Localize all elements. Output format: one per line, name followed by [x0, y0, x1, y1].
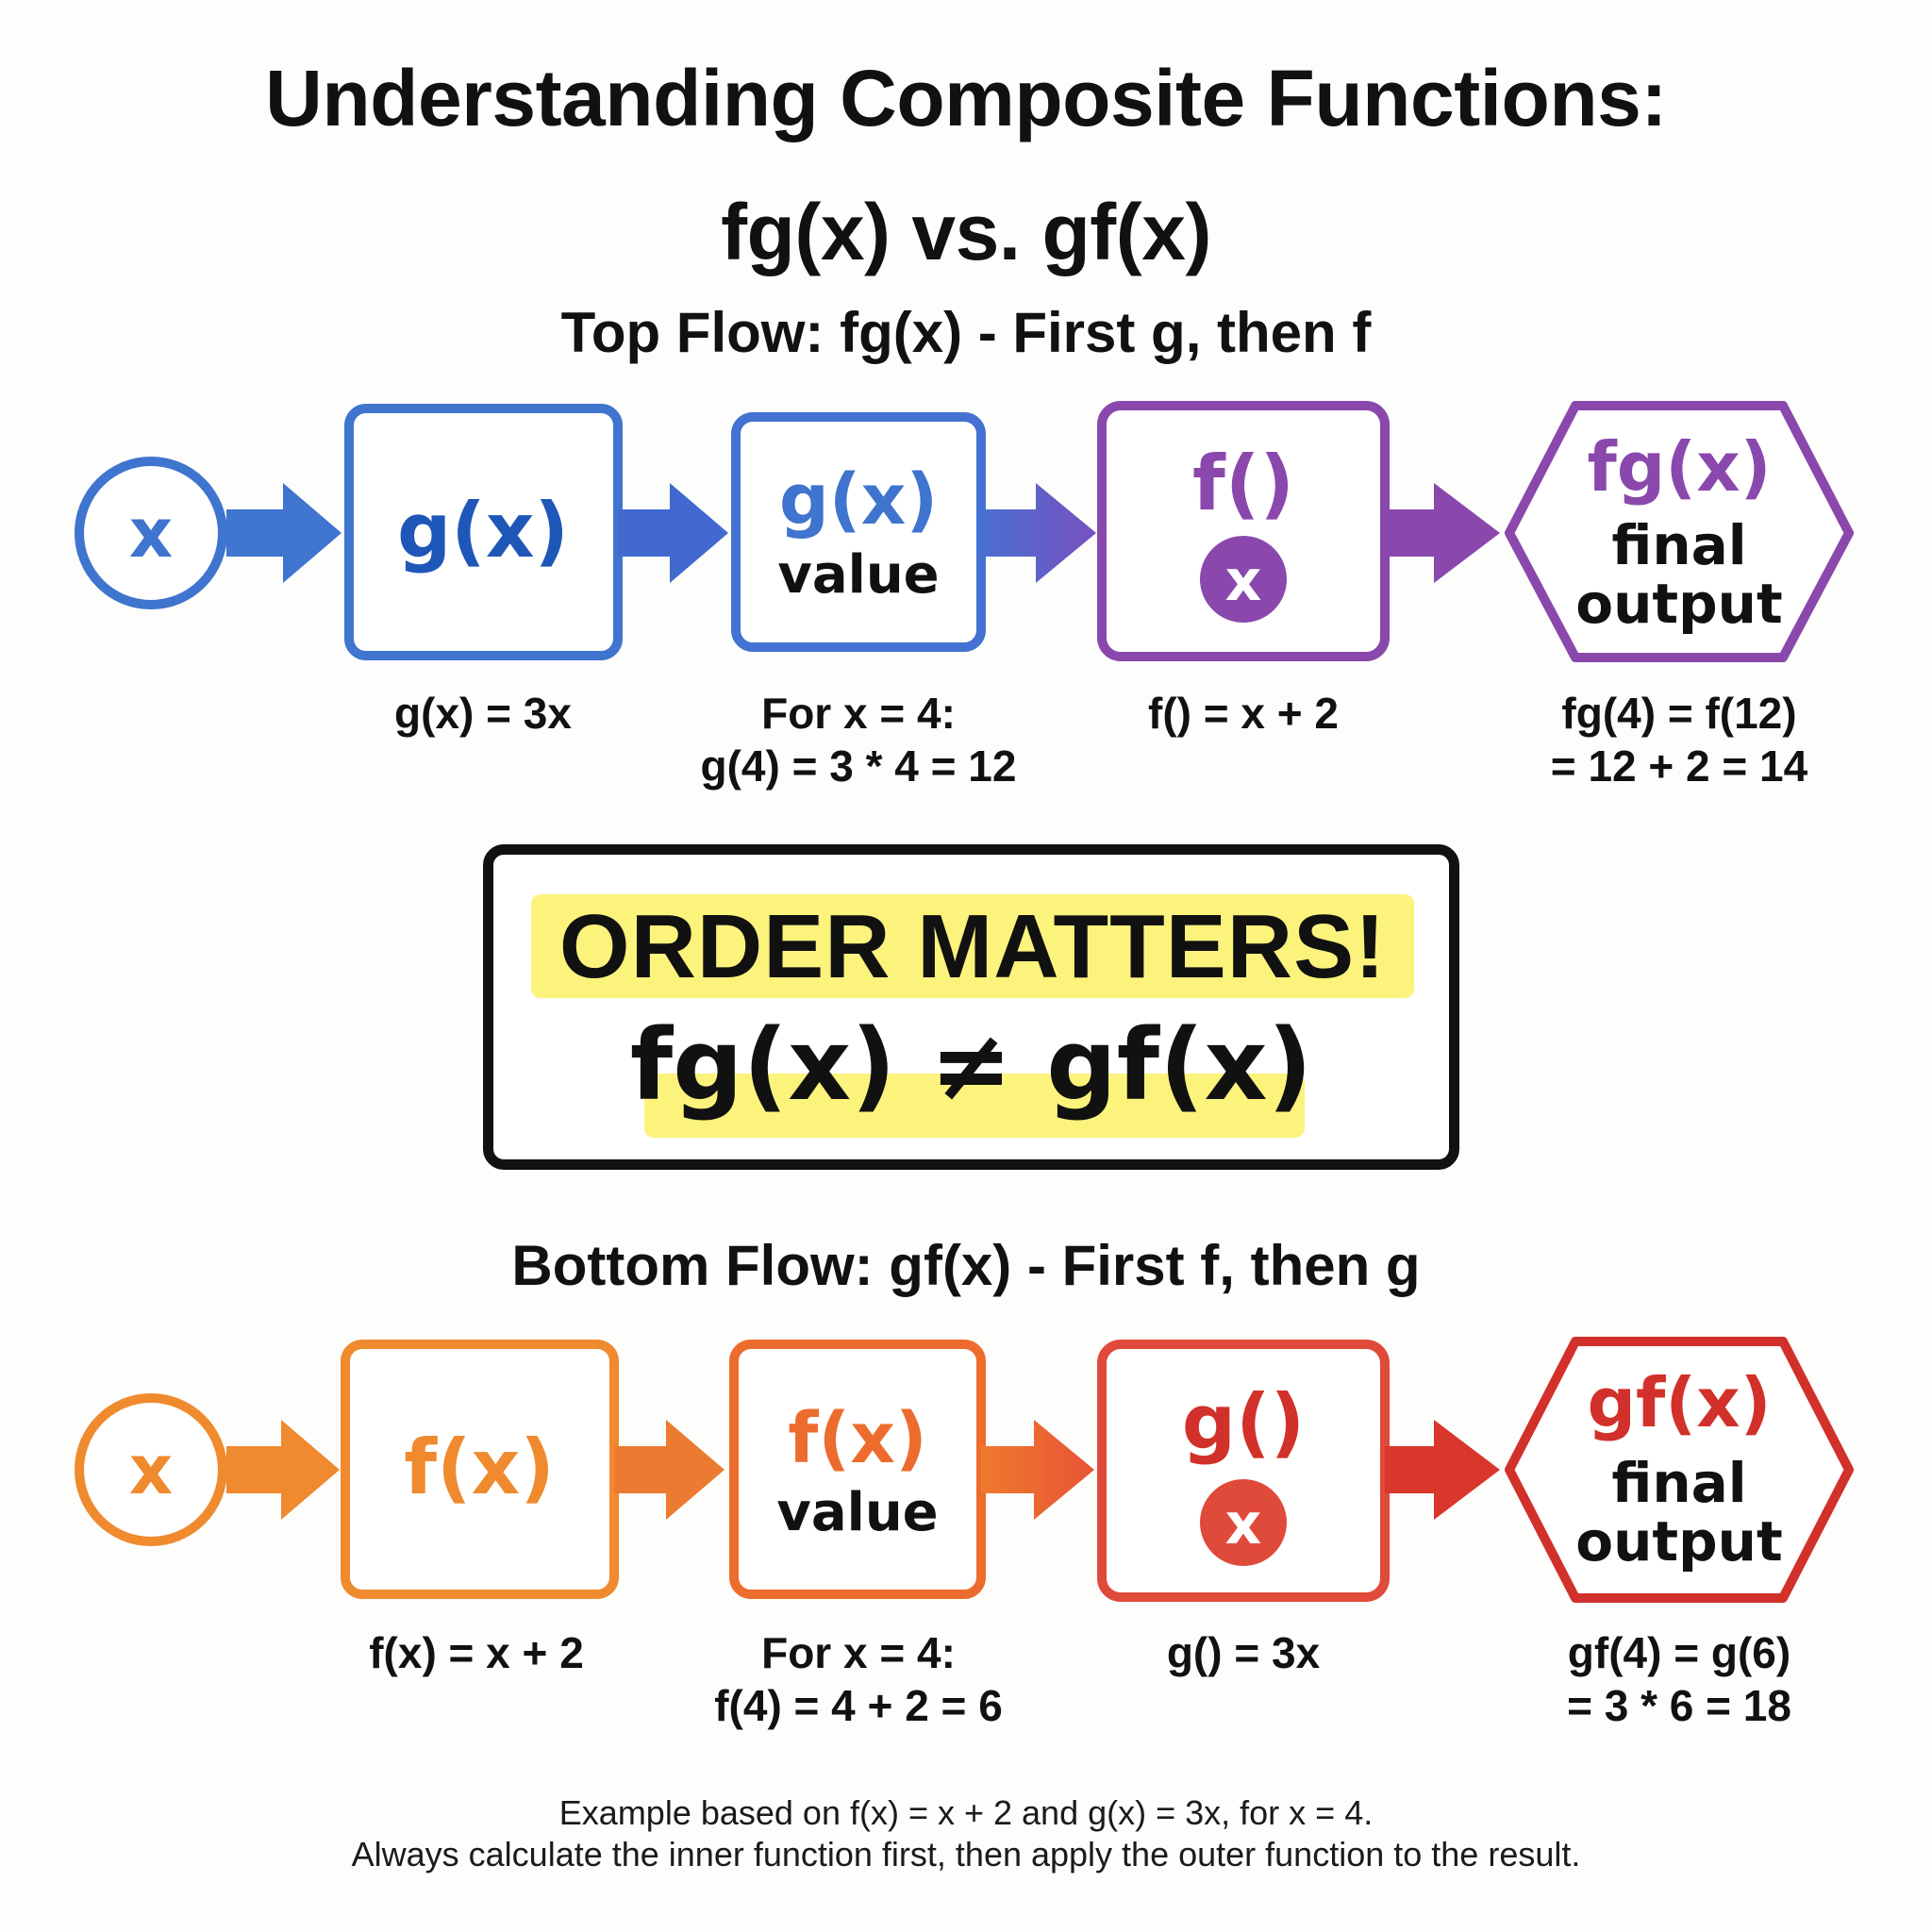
bottom-step1-box: f(x)	[341, 1340, 619, 1599]
order-matters-title: ORDER MATTERS!	[558, 896, 1387, 997]
top-flow-heading: Top Flow: fg(x) - First g, then f	[560, 301, 1372, 364]
main-title: Understanding Composite Functions: fg(x)…	[0, 52, 1932, 278]
arrow-right-icon	[226, 483, 341, 583]
bottom-step2-sublabel: value	[776, 1482, 938, 1543]
top-input-label: x	[129, 493, 173, 573]
arrow-right-icon	[983, 483, 1096, 583]
bottom-output-label: gf(x)	[1587, 1363, 1771, 1442]
bottom-output-hexagon: gf(x) final output	[1505, 1337, 1854, 1603]
footnote: Example based on f(x) = x + 2 and g(x) =…	[0, 1792, 1932, 1875]
top-step2-caption: For x = 4: g(4) = 3 * 4 = 12	[670, 687, 1047, 792]
top-step3-inner: x	[1225, 548, 1262, 614]
top-step2-caption-line-1: For x = 4:	[761, 689, 956, 738]
bottom-step3-label: g()	[1182, 1378, 1305, 1466]
top-step1-caption: g(x) = 3x	[394, 689, 572, 738]
bottom-step3-caption: g() = 3x	[1166, 1628, 1321, 1677]
top-output-sublabel-2: output	[1575, 572, 1782, 636]
footnote-line-1: Example based on f(x) = x + 2 and g(x) =…	[558, 1793, 1374, 1832]
arrow-right-icon	[618, 483, 728, 583]
arrow-right-icon	[1385, 483, 1500, 583]
bottom-output-sublabel-1: final	[1611, 1451, 1746, 1515]
bottom-input-label: x	[129, 1430, 173, 1509]
top-input-node: x	[75, 457, 227, 609]
bottom-output-caption-line-2: = 3 * 6 = 18	[1567, 1681, 1791, 1730]
title-line-1: Understanding Composite Functions:	[265, 54, 1667, 142]
arrow-right-icon	[226, 1420, 340, 1520]
top-output-label: fg(x)	[1587, 427, 1771, 507]
input-x-badge-icon	[1200, 536, 1287, 623]
top-output-caption-line-2: = 12 + 2 = 14	[1550, 741, 1808, 791]
bottom-step2-box: f(x) value	[729, 1340, 986, 1599]
bottom-input-node: x	[75, 1393, 227, 1546]
order-matters-callout: ORDER MATTERS! fg(x) ≠ gf(x)	[483, 844, 1459, 1170]
footnote-line-2: Always calculate the inner function firs…	[351, 1835, 1581, 1874]
bottom-step2-caption-line-2: f(4) = 4 + 2 = 6	[714, 1681, 1003, 1730]
top-output-caption-line-1: fg(4) = f(12)	[1561, 689, 1797, 738]
top-step2-label: g(x)	[779, 459, 938, 541]
bottom-step3-inner: x	[1225, 1491, 1262, 1557]
bottom-output-sublabel-2: output	[1575, 1509, 1782, 1574]
bottom-step2-caption: For x = 4: f(4) = 4 + 2 = 6	[670, 1626, 1047, 1732]
equation-highlight	[644, 1074, 1305, 1138]
bottom-flow: x f(x) f(x) value g() x gf(x) final outp…	[75, 1337, 1854, 1603]
arrow-right-icon	[614, 1420, 724, 1520]
top-step2-caption-line-2: g(4) = 3 * 4 = 12	[700, 741, 1017, 791]
top-step1-box: g(x)	[344, 404, 623, 660]
order-matters-highlight: ORDER MATTERS!	[531, 894, 1414, 998]
top-output-hexagon: fg(x) final output	[1505, 401, 1854, 662]
not-equal-equation: fg(x) ≠ gf(x)	[629, 1008, 1313, 1123]
top-step3-caption: f() = x + 2	[1148, 689, 1339, 738]
bottom-step1-caption: f(x) = x + 2	[369, 1628, 584, 1677]
bottom-step1-label: f(x)	[404, 1424, 555, 1511]
top-step2-sublabel: value	[777, 544, 939, 606]
top-output-sublabel-1: final	[1611, 513, 1746, 577]
bottom-step2-caption-line-1: For x = 4:	[761, 1628, 956, 1677]
bottom-output-caption-line-1: gf(4) = g(6)	[1567, 1628, 1791, 1677]
arrow-right-icon	[1385, 1420, 1500, 1520]
top-step3-box: f() x	[1097, 401, 1390, 661]
arrow-right-icon	[981, 1420, 1094, 1520]
top-step3-label: f()	[1192, 440, 1294, 527]
bottom-step3-box: g() x	[1097, 1340, 1390, 1602]
bottom-flow-heading: Bottom Flow: gf(x) - First f, then g	[511, 1234, 1421, 1297]
input-x-badge-icon	[1200, 1479, 1287, 1566]
bottom-output-caption: gf(4) = g(6) = 3 * 6 = 18	[1509, 1626, 1849, 1732]
top-step1-label: g(x)	[397, 487, 569, 575]
bottom-step2-label: f(x)	[788, 1398, 927, 1479]
top-step2-box: g(x) value	[731, 412, 986, 652]
title-line-2: fg(x) vs. gf(x)	[721, 188, 1211, 276]
top-output-caption: fg(4) = f(12) = 12 + 2 = 14	[1509, 687, 1849, 792]
top-flow: x g(x) g(x) value f() x fg(x)	[75, 401, 1854, 662]
